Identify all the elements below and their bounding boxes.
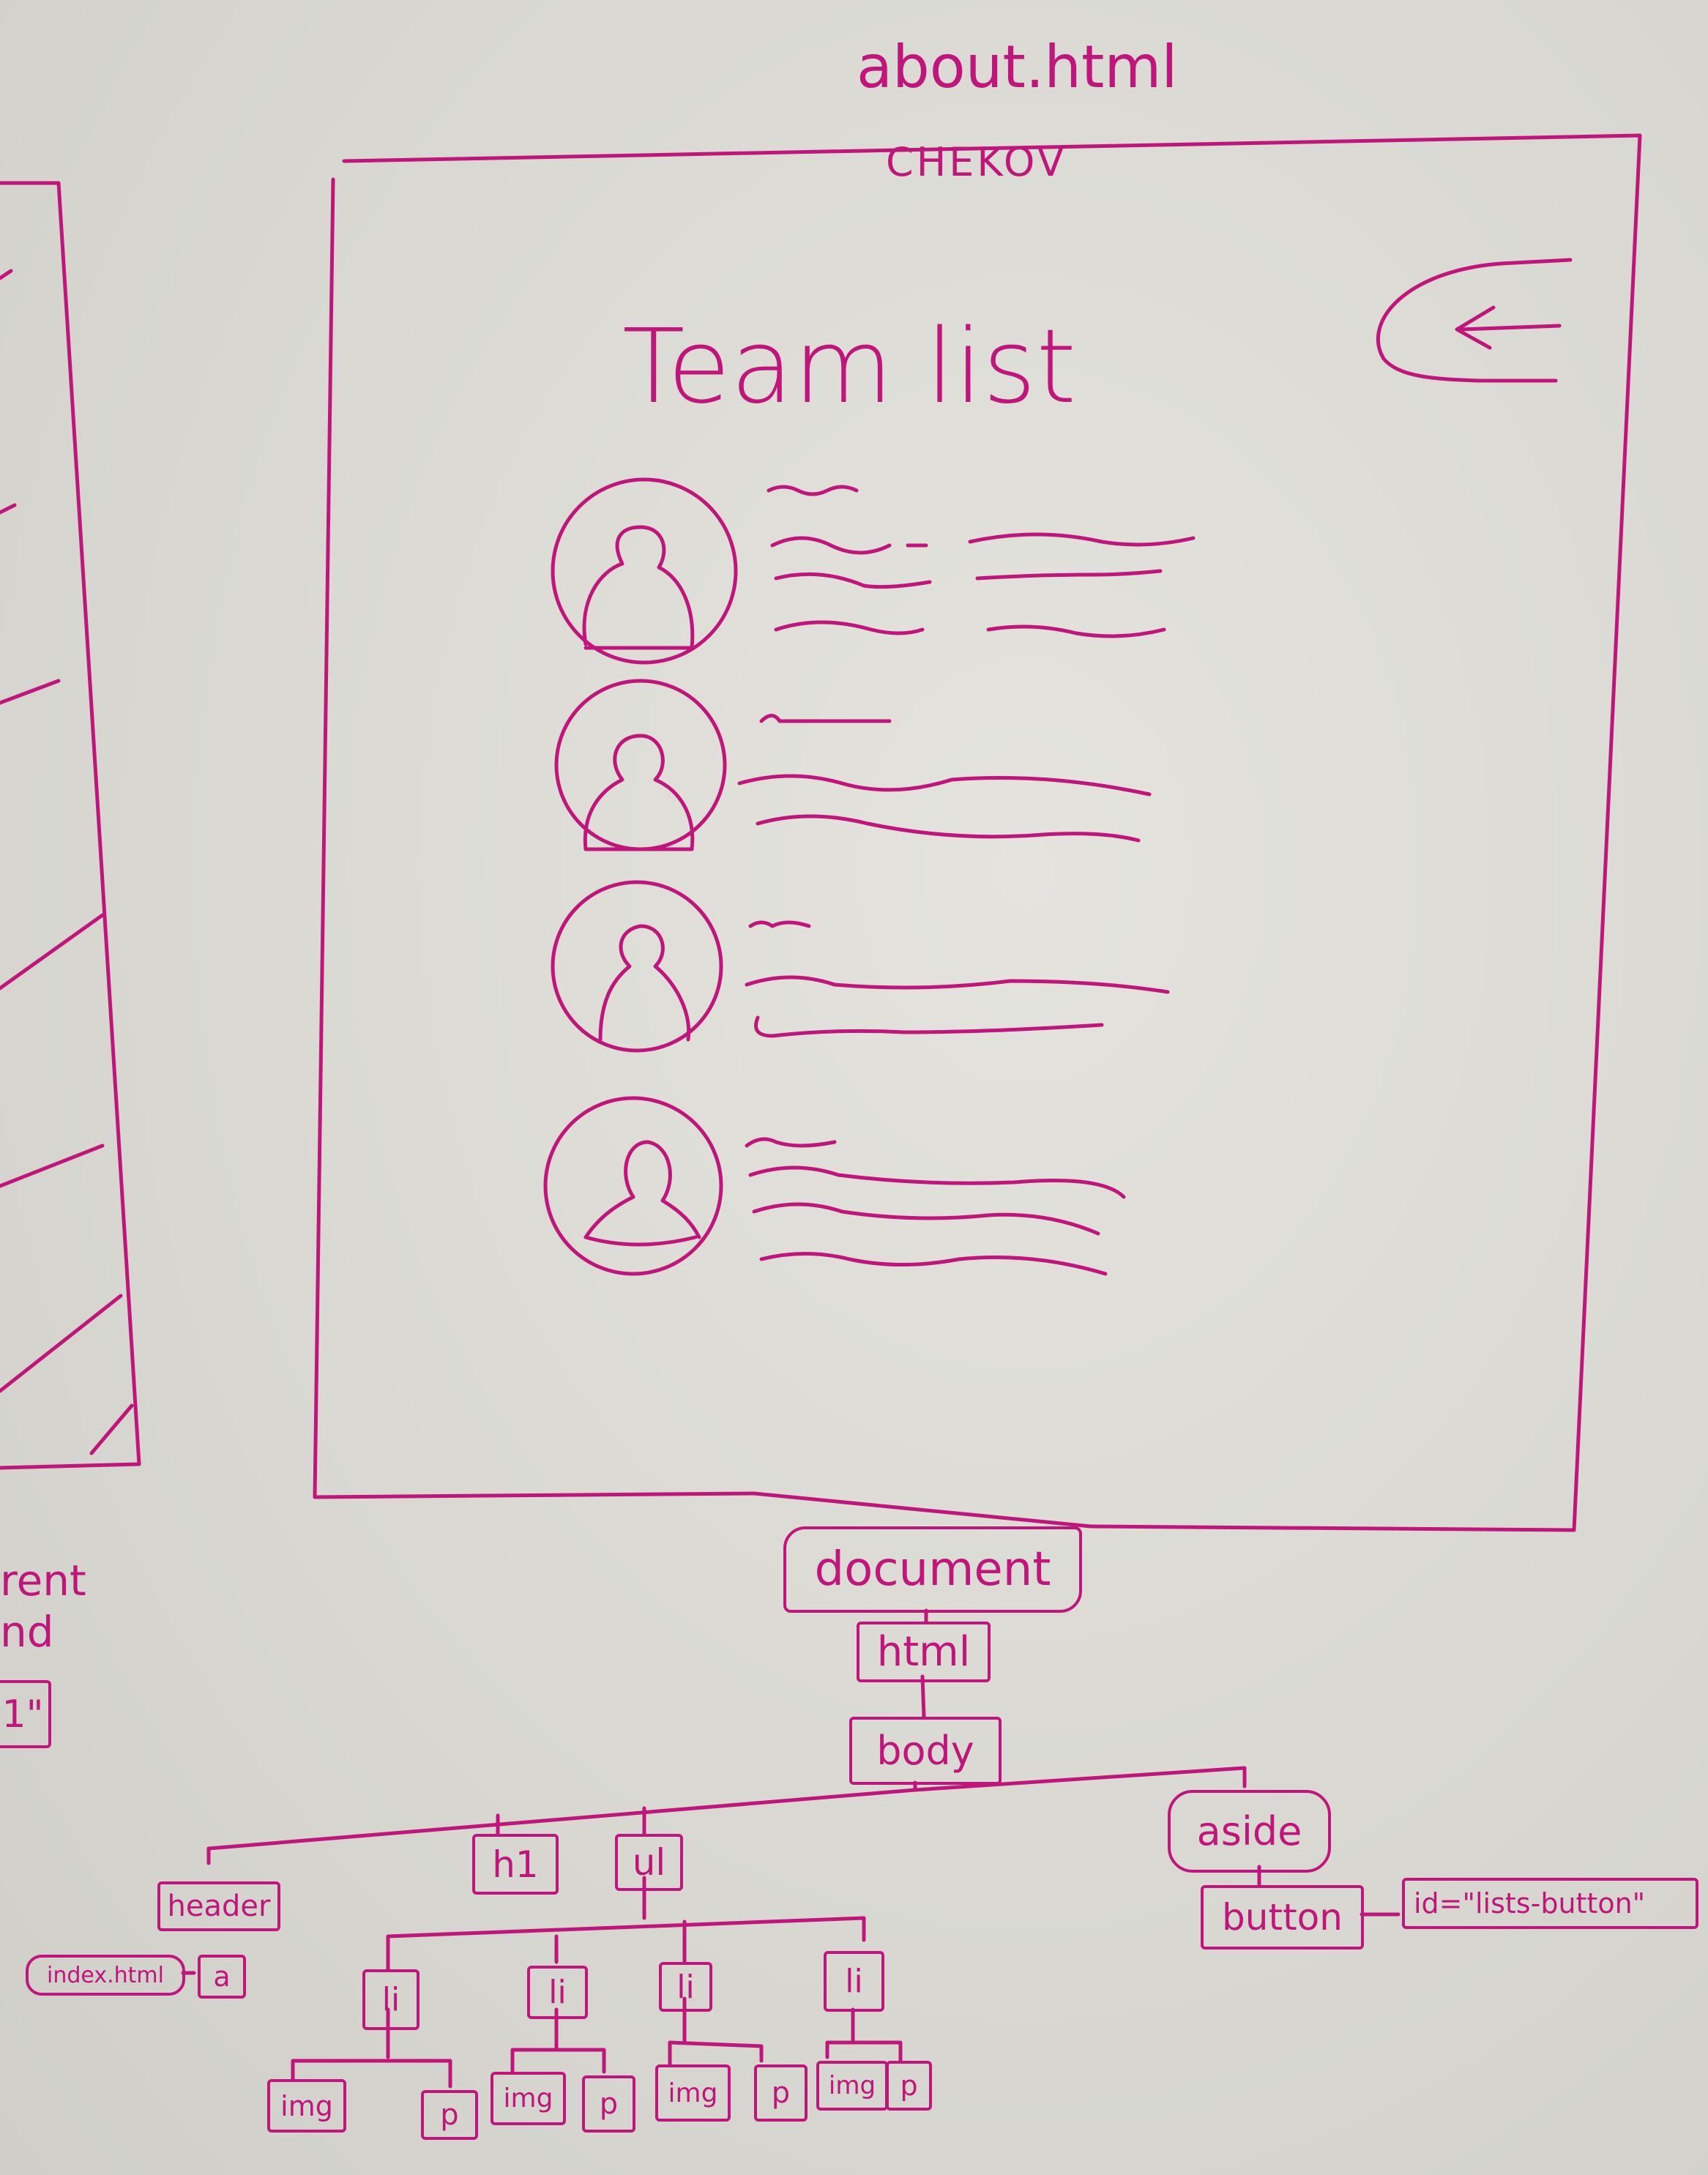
tree-node-img-label: img bbox=[668, 2078, 718, 2108]
tree-node-html-label: html bbox=[876, 1628, 971, 1676]
tree-node-img-label: img bbox=[503, 2083, 553, 2114]
tree-node-header-label: header bbox=[167, 1889, 271, 1923]
tree-node-li: li bbox=[824, 1951, 884, 2012]
tree-node-li-label: li bbox=[676, 1968, 695, 2006]
tree-node-li: li bbox=[527, 1966, 588, 2019]
tree-node-p: p bbox=[582, 2075, 635, 2133]
tree-node-html: html bbox=[857, 1622, 991, 1682]
tree-node-li-label: li bbox=[381, 1981, 400, 2018]
tree-node-aside-label: aside bbox=[1196, 1808, 1302, 1854]
left-fragment-box-text: 1" bbox=[1, 1692, 44, 1736]
header-logo[interactable]: CHEKOV bbox=[886, 139, 1067, 185]
left-fragment-text-2: nd bbox=[0, 1607, 54, 1657]
tree-node-h1: h1 bbox=[472, 1834, 559, 1895]
tree-node-document-label: document bbox=[814, 1542, 1051, 1597]
tree-node-button-id-label: id="lists-button" bbox=[1414, 1887, 1646, 1920]
tree-node-header: header bbox=[157, 1881, 280, 1931]
tree-node-img: img bbox=[267, 2079, 346, 2133]
team-member-avatar bbox=[553, 480, 736, 663]
back-button[interactable] bbox=[1376, 256, 1574, 388]
tree-node-img: img bbox=[655, 2064, 731, 2122]
tree-node-li-label: li bbox=[548, 1974, 567, 2011]
tree-node-aside: aside bbox=[1168, 1790, 1331, 1873]
tree-node-p-label: p bbox=[599, 2087, 619, 2121]
tree-node-button-label: button bbox=[1222, 1896, 1343, 1939]
tree-node-a-label: a bbox=[213, 1961, 231, 1993]
left-fragment-box: 1" bbox=[0, 1680, 51, 1748]
tree-node-body: body bbox=[849, 1717, 1002, 1785]
tree-node-ul: ul bbox=[615, 1834, 683, 1891]
left-frame-outline bbox=[0, 181, 141, 1470]
tree-node-button: button bbox=[1201, 1885, 1364, 1950]
team-member-avatar bbox=[553, 882, 721, 1051]
tree-node-a: a bbox=[198, 1955, 246, 1999]
tree-node-document: document bbox=[783, 1526, 1082, 1613]
tree-node-p-label: p bbox=[771, 2076, 791, 2110]
tree-node-li-label: li bbox=[845, 1963, 863, 2000]
left-fragment-text-1: rent bbox=[0, 1556, 86, 1605]
tree-node-img-label: img bbox=[828, 2071, 876, 2100]
tree-node-p: p bbox=[886, 2061, 932, 2111]
tree-node-ul-label: ul bbox=[632, 1841, 666, 1884]
tree-node-p: p bbox=[754, 2064, 808, 2122]
tree-node-body-label: body bbox=[876, 1728, 974, 1774]
wireframe-frame-top-right bbox=[342, 133, 1642, 1532]
tree-node-img-label: img bbox=[280, 2089, 333, 2122]
tree-node-li: li bbox=[362, 1969, 419, 2030]
arrow-left-icon bbox=[1376, 256, 1377, 257]
tree-node-img: img bbox=[491, 2072, 566, 2125]
tree-node-li: li bbox=[659, 1962, 712, 2012]
back-button-outline bbox=[1376, 258, 1573, 383]
file-name-label: about.html bbox=[857, 33, 1178, 101]
tree-node-p-label: p bbox=[440, 2098, 459, 2132]
tree-node-p: p bbox=[421, 2090, 478, 2140]
tree-node-index-link-label: index.html bbox=[47, 1962, 164, 1988]
team-member-avatar bbox=[556, 681, 725, 849]
tree-node-p-label: p bbox=[900, 2070, 918, 2102]
tree-node-button-id: id="lists-button" bbox=[1402, 1878, 1698, 1929]
tree-node-index-link: index.html bbox=[26, 1955, 185, 1996]
wireframe-frame-left-bottom bbox=[313, 177, 756, 1499]
page-heading: Team list bbox=[622, 307, 1077, 427]
team-member-avatar bbox=[545, 1098, 721, 1274]
tree-node-h1-label: h1 bbox=[492, 1843, 539, 1886]
tree-node-img: img bbox=[816, 2061, 888, 2111]
